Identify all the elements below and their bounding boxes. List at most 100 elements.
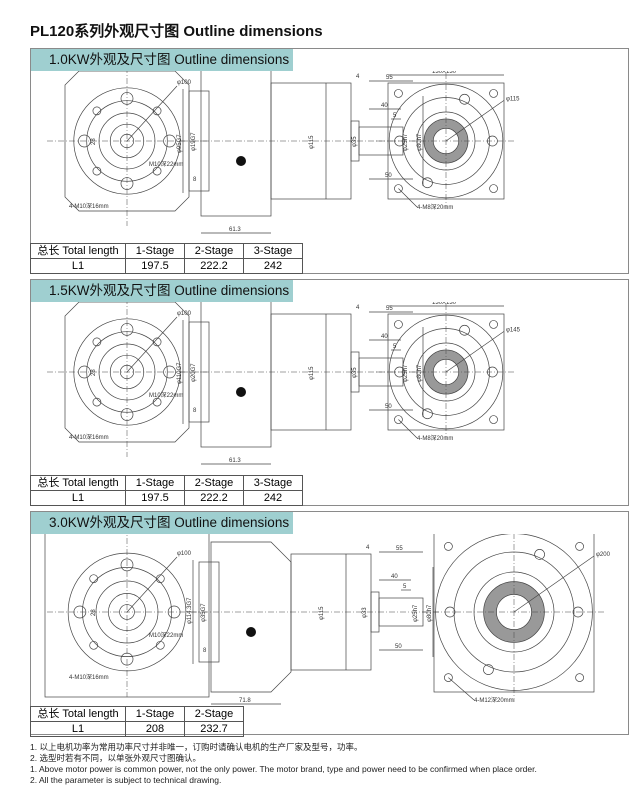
rear-diameter-label: φ115 — [506, 96, 520, 102]
rear-holes-label: 4-M8深20mm — [417, 434, 453, 442]
drawing-circle — [489, 320, 498, 329]
drawing-line — [126, 85, 178, 142]
rear-diameter-label: φ200 — [596, 552, 611, 558]
body-diameter-label: φ115 — [309, 135, 315, 149]
plug-icon — [246, 627, 256, 637]
drawing-circle — [163, 134, 176, 148]
drawing-circle — [92, 166, 102, 176]
drawing-circle — [89, 640, 99, 650]
table-header: 2-Stage — [184, 243, 244, 259]
outline-drawing: φ100M10深22mm4-M10深16mm28L1554405φ114.3G7… — [44, 534, 611, 705]
plug-icon — [236, 156, 246, 166]
flange-outline — [64, 71, 190, 212]
dim-55-label: 55 — [386, 75, 393, 81]
drawing-circle — [575, 673, 584, 682]
drawing-circle — [152, 337, 162, 347]
drawing-circle — [163, 365, 176, 379]
mount-holes-label: 4-M10深16mm — [69, 202, 109, 210]
dim-40-label: 40 — [381, 103, 388, 109]
drawing-circle — [394, 89, 403, 98]
drawing-circle — [155, 640, 165, 650]
table-header: 总长 Total length — [30, 243, 126, 259]
section-heading: 1.0KW外观及尺寸图 Outline dimensions — [31, 49, 293, 71]
section-heading: 1.5KW外观及尺寸图 Outline dimensions — [31, 280, 293, 302]
drawing-circle — [92, 106, 102, 116]
table-header: 2-Stage — [184, 706, 244, 722]
outline-drawing: φ100M10深22mm4-M10深16mm28L120554405φ95G7φ… — [47, 71, 520, 234]
table-cell: 232.7 — [184, 721, 244, 737]
drawing-circle — [459, 324, 470, 336]
drawing-circle — [394, 415, 403, 424]
outline-drawing: φ100M10深22mm4-M10深16mm28L120554405φ110G7… — [47, 302, 521, 465]
dim-4-label: 4 — [356, 305, 360, 311]
motor-adapter — [210, 541, 292, 693]
output-shaft-label: φ25h7 — [403, 364, 409, 382]
table-cell: 208 — [125, 721, 185, 737]
width-label: 28 — [91, 369, 97, 376]
drawing-circle — [155, 574, 165, 584]
drawing-line — [398, 419, 418, 439]
output-shaft-label: φ25h7 — [403, 133, 409, 151]
drawing-circle — [444, 542, 453, 551]
note-line: 2. All the parameter is subject to techn… — [30, 775, 222, 785]
flange-outline — [64, 302, 190, 443]
drawing-circle — [78, 365, 91, 379]
drawing-circle — [489, 89, 498, 98]
drawing-circle — [89, 574, 99, 584]
dim-55-label: 55 — [386, 306, 393, 312]
drawing-circle — [92, 337, 102, 347]
drawing-circle — [394, 320, 403, 329]
drawing-circle — [489, 415, 498, 424]
output-flange-label: φ80h7 — [417, 364, 423, 382]
mount-holes-label: 4-M10深16mm — [69, 673, 109, 681]
drawing-circle — [394, 135, 405, 147]
bolt-label: M10深22mm — [149, 160, 183, 168]
shaft-diameter-label: φ35 — [352, 367, 358, 378]
drawing-circle — [575, 542, 584, 551]
drawing-circle — [78, 134, 91, 148]
bore-2-label: φ20G7 — [191, 363, 197, 382]
drawing-circle — [534, 549, 545, 560]
dim-40-label: 40 — [381, 334, 388, 340]
note-line: 1. Above motor power is common power, no… — [30, 764, 537, 774]
drawing-line — [445, 331, 505, 373]
plug-icon — [236, 387, 246, 397]
table-cell: 242 — [243, 258, 303, 274]
bolt-label: M10深22mm — [149, 391, 183, 399]
table-header: 2-Stage — [184, 475, 244, 491]
dim-8-label: 8 — [193, 408, 197, 414]
output-flange-label: φ80h7 — [427, 604, 433, 622]
dim-50-label: 50 — [385, 404, 392, 410]
width-label: 28 — [91, 609, 97, 616]
drawing-circle — [152, 397, 162, 407]
flange-length-label: 61.3 — [229, 227, 241, 233]
drawing-line — [126, 556, 178, 613]
table-cell: L1 — [30, 490, 126, 506]
rear-size-label: 130X130 — [432, 302, 457, 306]
table-header: 3-Stage — [243, 243, 303, 259]
drawing-circle — [92, 397, 102, 407]
drawing-circle — [152, 106, 162, 116]
drawing-rect — [200, 302, 272, 448]
rear-diameter-label: φ145 — [506, 327, 521, 333]
dim-8-label: 8 — [193, 177, 197, 183]
rear-size-label: 130X130 — [432, 71, 457, 75]
drawing-circle — [394, 184, 403, 193]
width-label: 28 — [91, 138, 97, 145]
table-cell: 197.5 — [125, 490, 185, 506]
page-title: PL120系列外观尺寸图 Outline dimensions — [30, 23, 323, 40]
drawing-rect — [200, 71, 272, 217]
section-heading: 3.0KW外观及尺寸图 Outline dimensions — [31, 512, 293, 534]
drawing-circle — [120, 558, 134, 572]
dim-4-label: 4 — [366, 545, 370, 551]
bore-2-label: φ19G7 — [191, 132, 197, 151]
dim-5-label: 5 — [403, 584, 407, 590]
drawing-circle — [459, 93, 470, 105]
